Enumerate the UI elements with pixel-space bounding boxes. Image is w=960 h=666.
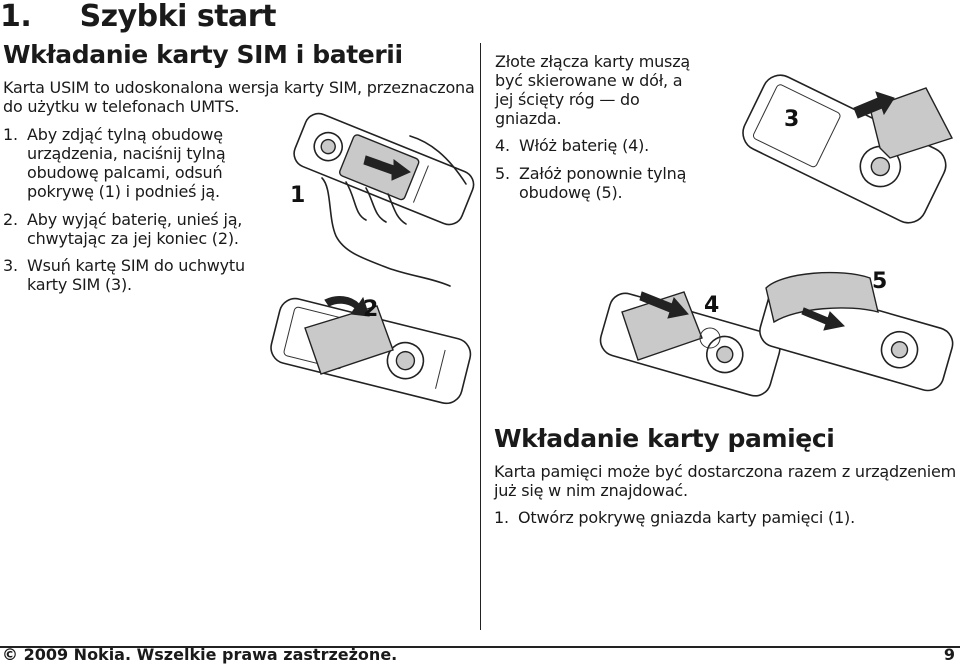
connector-circle [699,327,721,349]
step-5-line-2: obudowę (5). [519,183,623,202]
step-3-line-1: Wsuń kartę SIM do uchwytu [27,256,245,275]
footer-rule [0,646,960,648]
step-1-line-4: pokrywę (1) i podnieś ją. [27,182,220,201]
step-1-line-2: urządzenia, naciśnij tylną [27,144,226,163]
mem-step-1-number: 1. [494,508,509,527]
section2-intro-line-2: już się w nim znajdować. [494,481,688,500]
step-3-number: 3. [3,256,18,275]
step-5-line-1: Załóż ponownie tylną [519,164,687,183]
camera-lens-inner [320,138,336,155]
step-2-line-2: chwytając za jej koniec (2). [27,229,239,248]
slide-arrow [363,155,411,181]
step-2-number: 2. [3,210,18,229]
step-1-number: 1. [3,125,18,144]
step-4-number: 4. [495,136,510,155]
step-5-number: 5. [495,164,510,183]
sim-note-line-1: Złote złącza karty muszą [495,52,690,71]
illustration-remove-battery: 2 [270,296,472,405]
cover-seam [412,165,429,203]
insert-arrow [853,91,895,119]
step-1-line-3: obudowę palcami, odsuń [27,163,223,182]
camera-lens [716,345,734,364]
sim-card [869,87,954,159]
hand-fingers [345,181,407,225]
section-title-memory-card: Wkładanie karty pamięci [494,424,835,453]
illustration-insert-battery: 4 [599,291,781,397]
chapter-title: 1. Szybki start [0,0,276,34]
sim-note-line-4: gniazda. [495,109,562,128]
back-cover [765,271,879,324]
label-4: 4 [704,293,719,318]
step-3-line-2: karty SIM (3). [27,275,132,294]
step-2-line-1: Aby wyjąć baterię, unieś ją, [27,210,243,229]
step-4-line-1: Włóż baterię (4). [519,136,650,155]
camera-lens [395,350,416,371]
footer-copyright: © 2009 Nokia. Wszelkie prawa zastrzeżone… [2,645,398,664]
hand-outline [321,177,451,287]
camera-lens [870,156,891,177]
sim-note-line-2: być skierowane w dół, a [495,71,683,90]
section2-intro-line-1: Karta pamięci może być dostarczona razem… [494,462,957,500]
label-5: 5 [872,269,887,294]
label-1: 1 [290,183,305,208]
camera-lens [890,341,909,359]
speaker-grille [435,349,446,389]
illustration-replace-cover: 5 [759,269,954,392]
column-divider [480,43,481,630]
page-number: 9 [943,645,955,664]
illustration-remove-cover: 1 [290,112,475,287]
label-3: 3 [784,107,799,132]
slide-arrow [801,307,846,331]
section1-intro-line-2: do użytku w telefonach UMTS. [3,97,240,116]
illustration-insert-sim: 3 [742,74,954,224]
mem-step-1-line-1: Otwórz pokrywę gniazda karty pamięci (1)… [518,508,855,527]
lift-arrow [324,296,370,317]
sim-holder [752,84,841,168]
insert-arrow [639,291,689,319]
label-2: 2 [363,297,378,322]
sim-note-line-3: jej ścięty róg — do [495,90,640,109]
section1-intro-line-1: Karta USIM to udoskonalona wersja karty … [3,78,475,97]
hand-thumb [409,135,467,185]
section-title-sim-battery: Wkładanie karty SIM i baterii [3,40,403,69]
step-1-line-1: Aby zdjąć tylną obudowę [27,125,223,144]
